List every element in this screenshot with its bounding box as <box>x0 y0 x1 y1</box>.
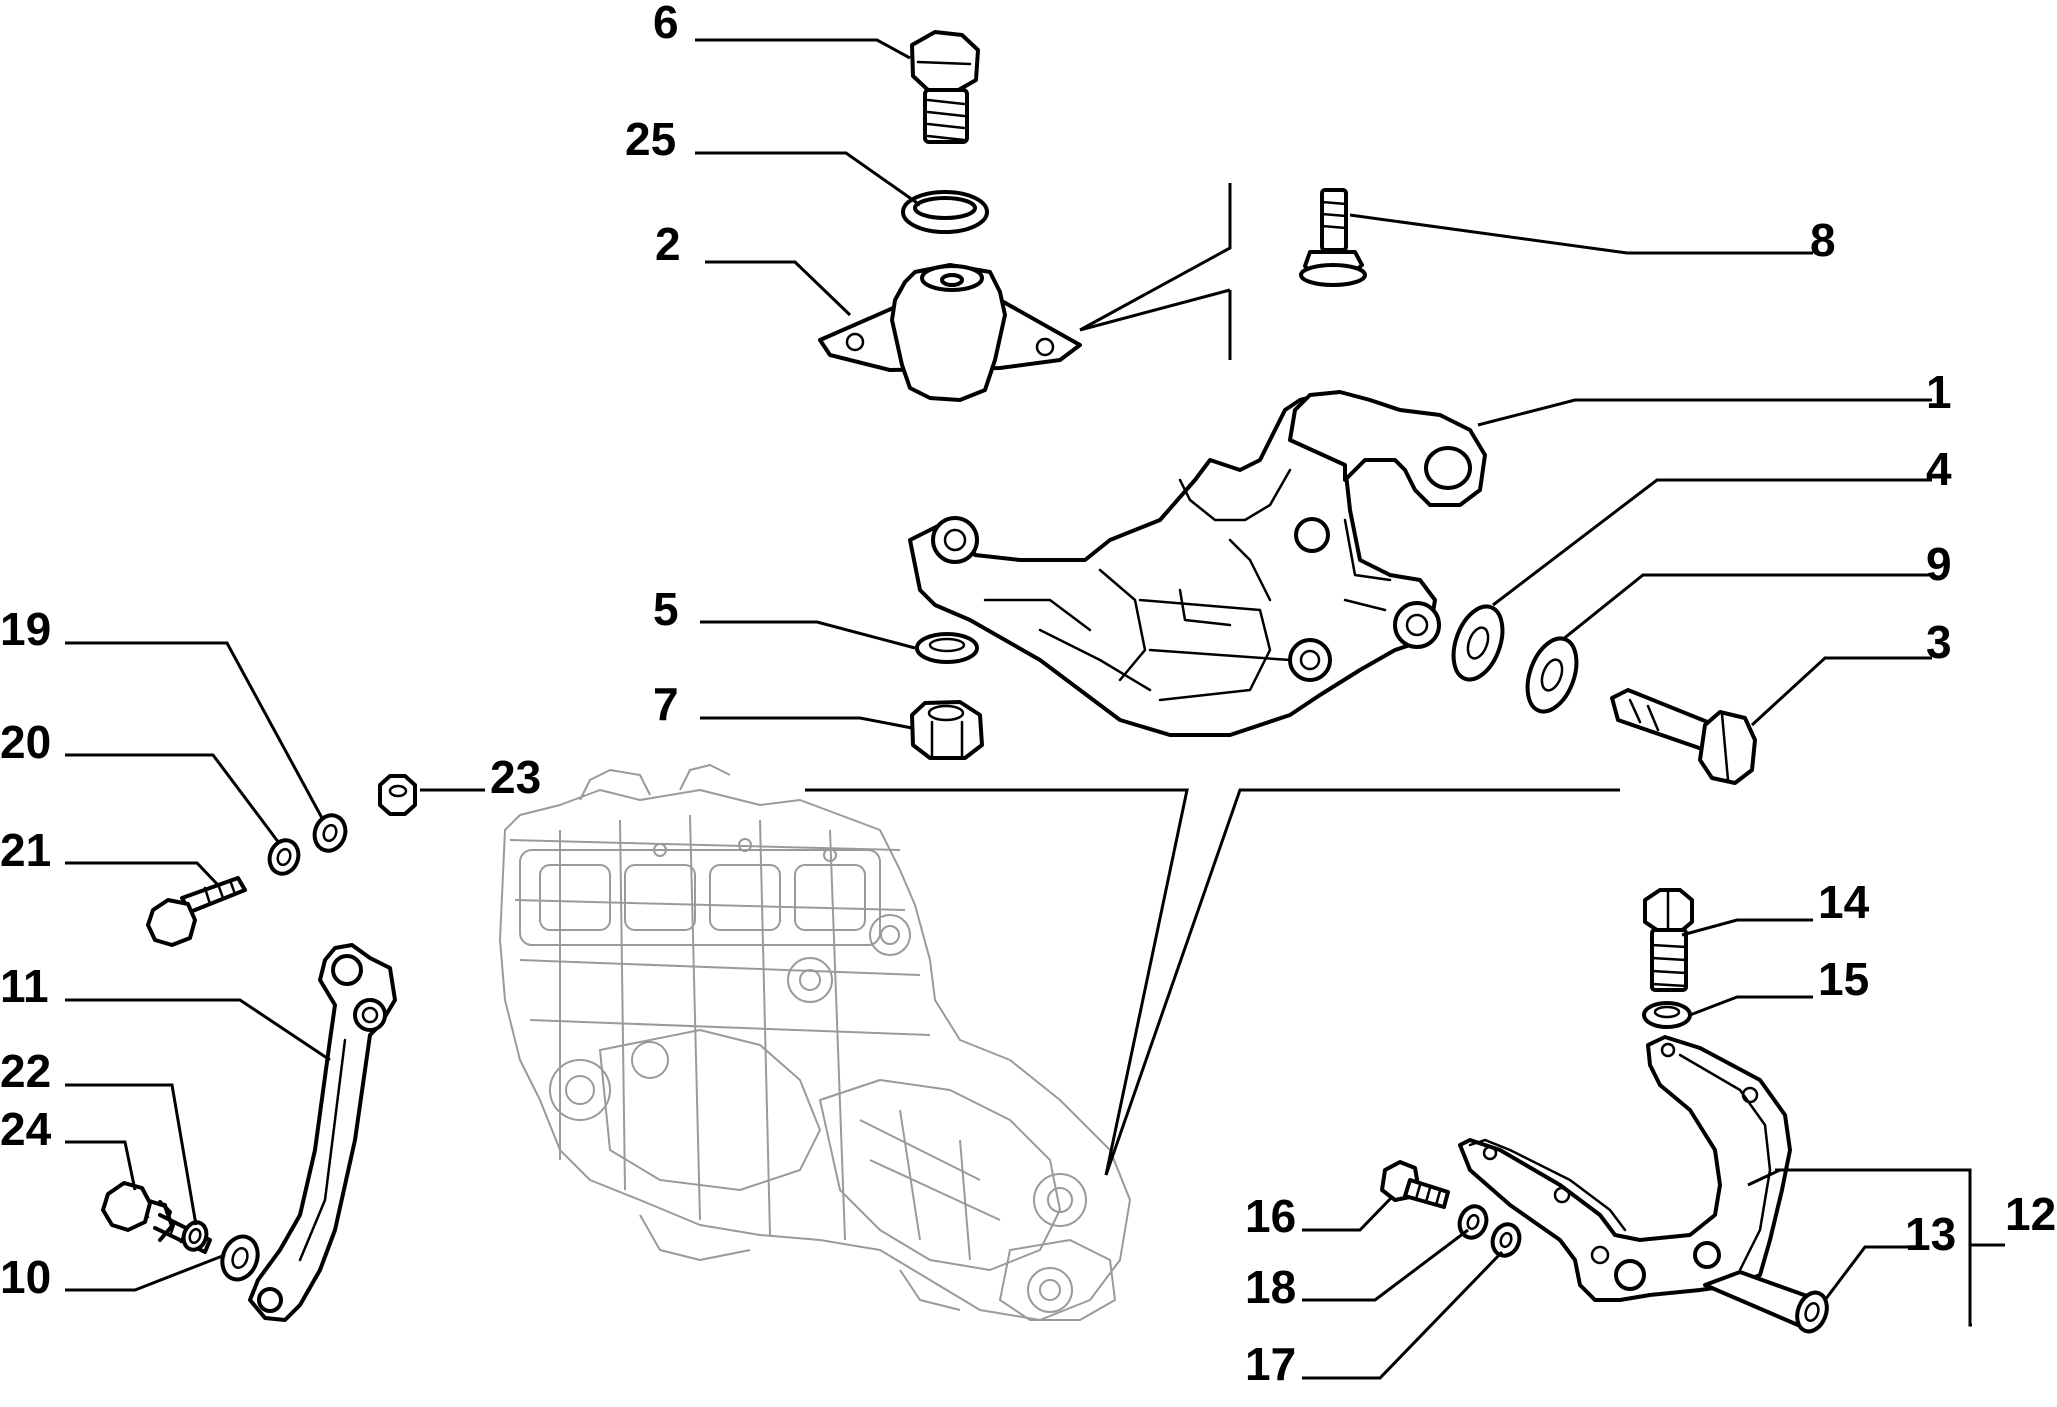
washer-4-icon <box>1451 604 1505 682</box>
callout-3: 3 <box>1926 616 1952 668</box>
callout-21: 21 <box>0 824 51 876</box>
washer-25-icon <box>901 190 989 234</box>
callout-18: 18 <box>1245 1261 1296 1313</box>
callout-1: 1 <box>1926 366 1952 418</box>
mount-bracket-1-icon <box>908 390 1487 737</box>
stud-8-icon <box>1299 188 1367 287</box>
callout-5: 5 <box>653 583 679 635</box>
callout-22: 22 <box>0 1045 51 1097</box>
callout-11: 11 <box>0 960 49 1012</box>
callout-23: 23 <box>490 751 541 803</box>
bolt-6-icon <box>910 30 980 144</box>
engine-mount-2-icon <box>818 263 1082 402</box>
callout-24: 24 <box>0 1103 52 1155</box>
washer-19-icon <box>312 813 348 853</box>
callout-20: 20 <box>0 716 51 768</box>
washer-15-icon <box>1642 1001 1692 1029</box>
callout-6: 6 <box>653 0 679 48</box>
washer-10-icon <box>220 1234 260 1282</box>
callout-2: 2 <box>655 218 681 270</box>
callout-10: 10 <box>0 1251 51 1303</box>
bolt-3-icon <box>1610 688 1757 785</box>
callout-7: 7 <box>653 678 679 730</box>
callout-9: 9 <box>1926 538 1952 590</box>
bolt-21-icon <box>146 876 247 947</box>
nut-7-icon <box>910 700 984 760</box>
bush-13-icon <box>1703 1270 1829 1334</box>
callout-15: 15 <box>1818 953 1869 1005</box>
callout-17: 17 <box>1245 1338 1296 1390</box>
bolt-14-icon <box>1643 888 1694 992</box>
bracket-12-icon <box>1458 1035 1792 1302</box>
nut-23-icon <box>378 774 417 816</box>
callout-16: 16 <box>1245 1190 1296 1242</box>
callout-4: 4 <box>1926 443 1952 495</box>
callout-8: 8 <box>1810 214 1836 266</box>
washer-17-icon <box>1490 1222 1522 1258</box>
washer-5-icon <box>915 632 979 664</box>
washer-9-icon <box>1525 636 1579 714</box>
bolt-16-icon <box>1380 1160 1450 1209</box>
washer-22-icon <box>181 1220 209 1252</box>
callout-25: 25 <box>625 113 676 165</box>
link-rod-11-icon <box>248 943 397 1322</box>
engine-gearbox-assembly <box>499 764 1131 1321</box>
leader-lines <box>65 38 2005 1380</box>
callout-14: 14 <box>1818 876 1870 928</box>
callout-19: 19 <box>0 603 51 655</box>
assembly-bracket-line <box>1079 183 1232 360</box>
callout-12: 12 <box>2005 1188 2056 1240</box>
engine-pointer-lines <box>805 788 1620 1176</box>
washer-20-icon <box>267 838 301 876</box>
callout-13: 13 <box>1905 1208 1956 1260</box>
